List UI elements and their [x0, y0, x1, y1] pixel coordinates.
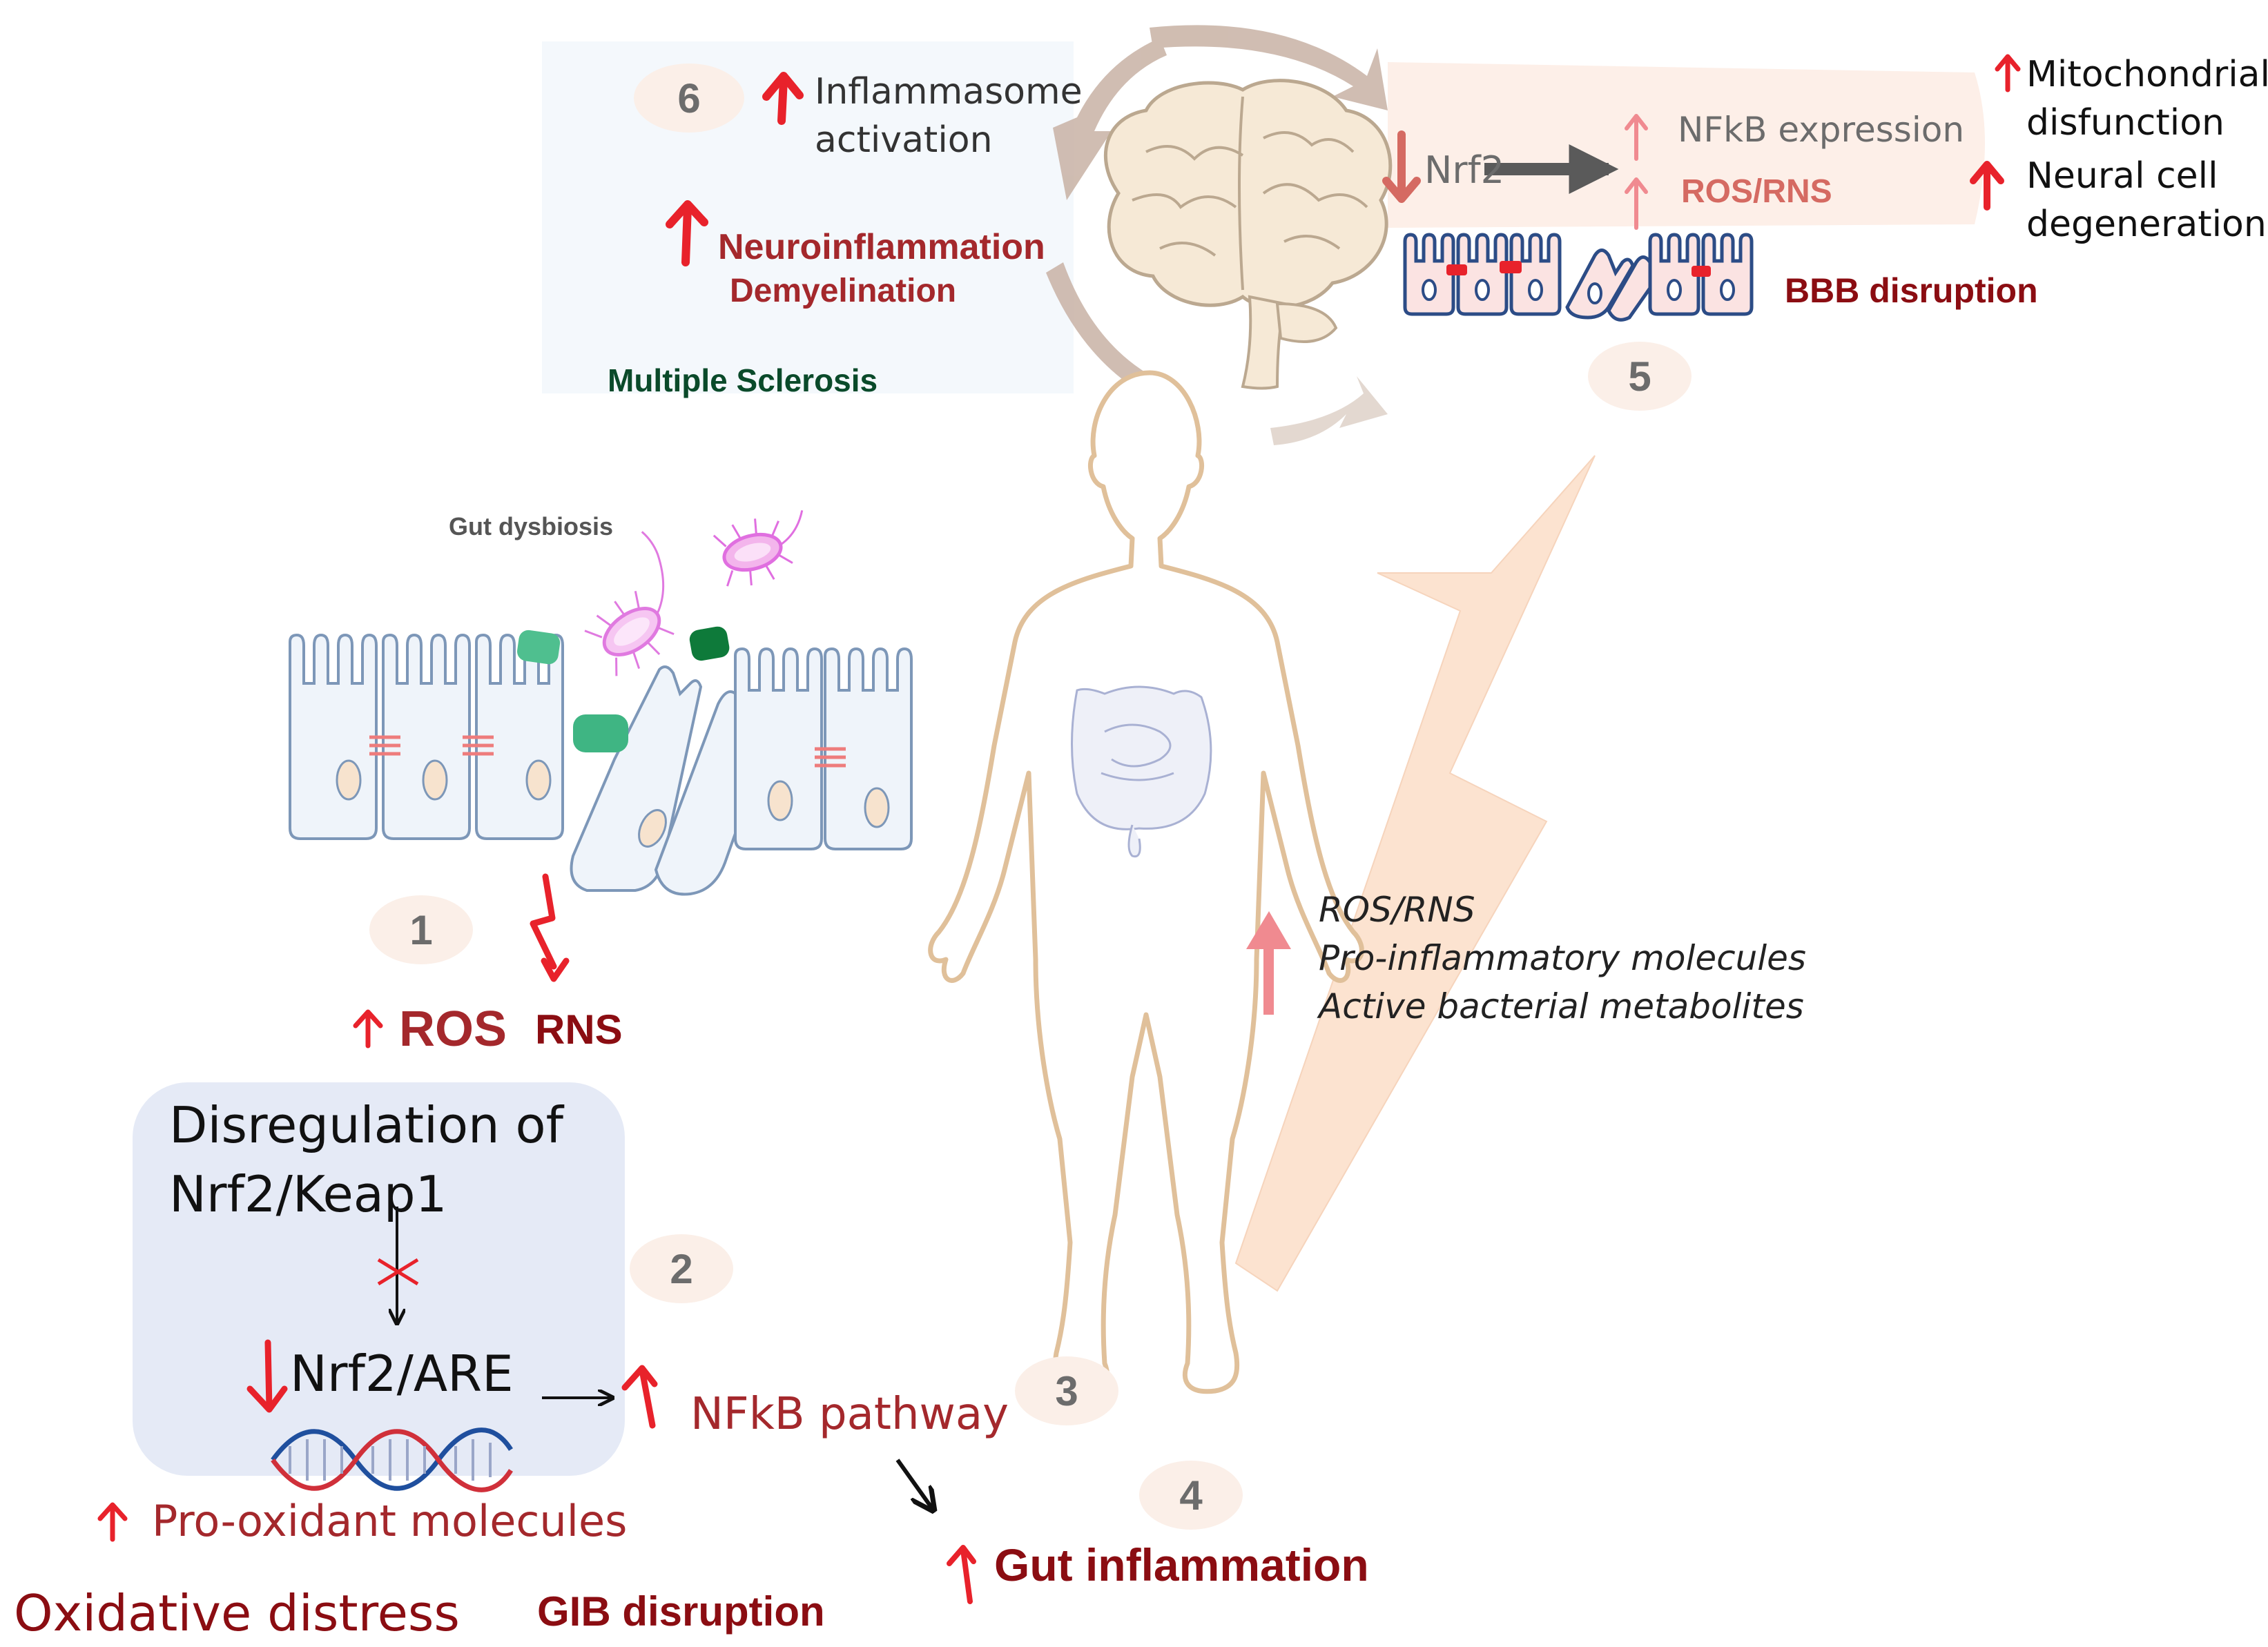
gut-epithelium [289, 633, 913, 896]
oxidative-distress-label: Oxidative distress [14, 1584, 460, 1642]
big-progression-arrow [1234, 455, 1596, 1292]
bbb-cells [1403, 233, 1754, 322]
human-body [928, 370, 1364, 1394]
disregulation-line1: Disregulation of [169, 1096, 565, 1154]
nfkb-to-inflammation-arrow [895, 1459, 932, 1508]
tight-junctions [369, 735, 846, 768]
systemic-bacterial-metabolites: Active bacterial metabolites [1317, 986, 1804, 1026]
red-arrows [97, 54, 2021, 1604]
blocked-x-icon [377, 1258, 419, 1286]
nfkb-pathway-label: NFkB pathway [690, 1389, 1009, 1440]
gut-dysbiosis-label: Gut dysbiosis [449, 512, 613, 540]
step-bubbles [369, 64, 1692, 1530]
mitochondrial-line2: disfunction [2026, 102, 2225, 144]
neuroinflammation-label: Neuroinflammation [718, 227, 1045, 267]
step-numbers: 1 2 3 4 5 6 [409, 75, 1651, 1519]
neural-cell-line2: degeneration [2026, 204, 2267, 245]
ms-panel [542, 41, 1074, 393]
step-number-6: 6 [677, 75, 700, 121]
inflammasome-line1: Inflammasome [815, 71, 1083, 113]
brain-cycle-arrows [1046, 25, 1388, 445]
mitochondrial-line1: Mitochondrial [2026, 54, 2268, 95]
gut-inflammation-label: Gut inflammation [994, 1539, 1369, 1590]
step-number-1: 1 [409, 907, 432, 953]
nrf2-keap1-panel [133, 1082, 625, 1476]
bbb-disruption-label: BBB disruption [1785, 271, 2038, 310]
inflammasome-line2: activation [815, 119, 993, 161]
step-number-5: 5 [1628, 353, 1651, 400]
bbb-ros-rns-label: ROS/RNS [1681, 173, 1832, 210]
pink-up-arrow-icon [1246, 911, 1291, 1015]
nrf2-are-label: Nrf2/ARE [290, 1345, 514, 1403]
intestines [1071, 685, 1212, 858]
demyelination-label: Demyelination [730, 273, 956, 309]
step-number-4: 4 [1179, 1472, 1203, 1519]
neural-cell-line1: Neural cell [2026, 155, 2218, 197]
microbes [517, 510, 804, 752]
bacterium-icon [584, 531, 675, 676]
systemic-ros-rns: ROS/RNS [1319, 890, 1475, 930]
bbb-panel [1388, 62, 1985, 228]
pro-oxidant-label: Pro-oxidant molecules [152, 1496, 627, 1546]
brain [1103, 79, 1393, 390]
step-number-2: 2 [670, 1246, 692, 1292]
bacterium-icon [713, 510, 804, 587]
nfkb-expression-label: NFkB expression [1678, 110, 1964, 150]
ros-label: ROS [399, 1002, 507, 1057]
rns-label: RNS [535, 1006, 623, 1053]
bbb-nrf2-label: Nrf2 [1424, 148, 1504, 192]
bbb-junction-breaks [1446, 261, 1711, 277]
multiple-sclerosis-label: Multiple Sclerosis [608, 362, 878, 398]
lightning-arrow-icon [530, 873, 570, 982]
gib-disruption-label: GIB disruption [537, 1588, 825, 1635]
systemic-pro-inflammatory: Pro-inflammatory molecules [1319, 938, 1806, 978]
dna-helix-icon [271, 1427, 513, 1492]
bbb-nuclei [1422, 279, 1735, 304]
step-number-3: 3 [1055, 1368, 1078, 1414]
systemic-molecules: ROS/RNS Pro-inflammatory molecules Activ… [1317, 890, 1806, 1026]
disregulation-line2: Nrf2/Keap1 [169, 1165, 447, 1223]
gut-cell-nuclei [336, 759, 890, 848]
